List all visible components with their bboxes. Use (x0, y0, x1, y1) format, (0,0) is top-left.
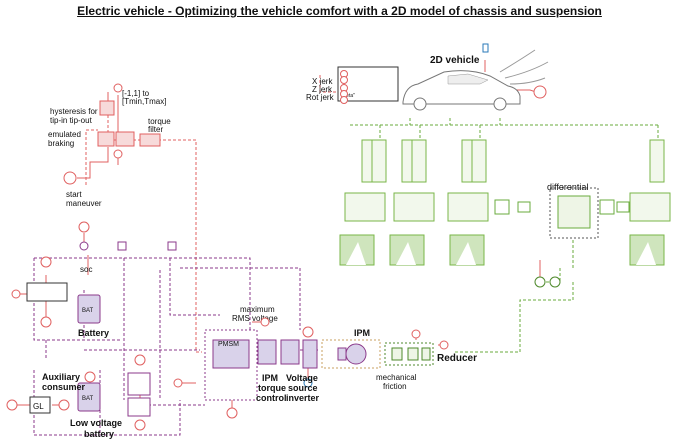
emulated-braking-label-line1: emulated (48, 130, 81, 139)
aux-consumer-block[interactable] (128, 373, 150, 416)
torque-filter-label-line2: filter (148, 125, 163, 134)
ipm-torque-label-line2: torque (258, 383, 286, 393)
soc-block[interactable] (27, 283, 67, 301)
ipm-torque-label-line3: control (256, 393, 287, 403)
soc-label: soc (80, 265, 92, 274)
pmsm-text: PMSM (218, 341, 239, 348)
hysteresis-label-line1: hysteresis for (50, 107, 98, 116)
road-profiles (340, 235, 664, 265)
aux-consumer-label-line1: Auxiliary (42, 372, 80, 382)
max-rms-label-line1: maximum (240, 305, 275, 314)
rot-jerk-label: Rot jerk (306, 93, 335, 102)
differential-label: differential (547, 182, 588, 192)
battery-bat-text: BAT (82, 308, 94, 314)
start-maneuver-label-line2: maneuver (66, 199, 102, 208)
voltage-source-label-line2: source (288, 383, 318, 393)
reducer-block[interactable] (385, 343, 433, 365)
gl-text: GL (33, 402, 44, 411)
battery-block[interactable]: BAT (78, 295, 100, 323)
mech-friction-label-line1: mechanical (376, 373, 417, 382)
suspension-units (362, 140, 664, 182)
low-voltage-label-line1: Low voltage (70, 418, 122, 428)
ipm-torque-label-line1: IPM (262, 373, 278, 383)
differential-block[interactable] (550, 188, 598, 238)
ipm-label: IPM (354, 328, 370, 338)
drive-blocks[interactable] (258, 340, 317, 368)
ipm-motor[interactable] (322, 340, 380, 368)
max-rms-label-line2: RMS voltage (232, 314, 278, 323)
gl-block[interactable]: GL (30, 397, 50, 413)
battery-label: Battery (78, 328, 109, 338)
speed-sensor-icon[interactable] (483, 44, 488, 52)
range-label-line2: [Tmin,Tmax] (122, 97, 166, 106)
wind-lines (500, 50, 548, 84)
rms-sensor-icon (261, 318, 269, 326)
low-voltage-label-line2: battery (84, 429, 114, 439)
low-voltage-bat-text: BAT (82, 396, 94, 402)
jerk-sensor-icons (341, 71, 348, 104)
vehicle-2d-label: 2D vehicle (430, 55, 480, 66)
car-icon[interactable] (403, 71, 520, 110)
hysteresis-label-line2: tip-in tip-out (50, 116, 93, 125)
mech-friction-label-line2: friction (383, 382, 407, 391)
emulated-braking-label-line2: braking (48, 139, 74, 148)
voltage-source-label-line3: inverter (286, 393, 320, 403)
start-maneuver-label-line1: start (66, 190, 82, 199)
electric-wires (34, 258, 320, 435)
pmsm-block[interactable]: PMSM (205, 330, 257, 400)
voltage-source-label-line1: Voltage (286, 373, 318, 383)
wind-source-icon[interactable] (534, 86, 546, 98)
reducer-label: Reducer (437, 353, 477, 364)
aux-consumer-label-line2: consumer (42, 382, 86, 392)
